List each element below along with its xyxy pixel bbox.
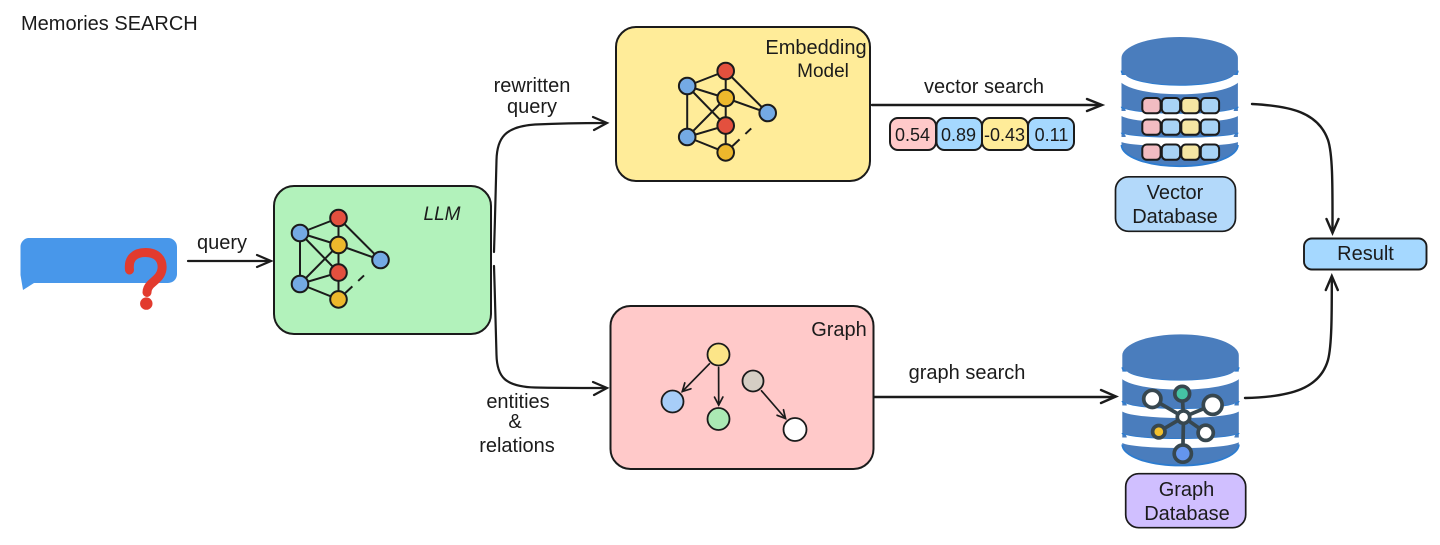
svg-text:-0.43: -0.43 bbox=[984, 125, 1025, 145]
svg-text:Database: Database bbox=[1132, 206, 1218, 228]
svg-text:graph search: graph search bbox=[909, 362, 1026, 384]
svg-text:LLM: LLM bbox=[424, 204, 461, 225]
svg-text:vector search: vector search bbox=[924, 76, 1044, 98]
svg-text:Memories SEARCH: Memories SEARCH bbox=[21, 13, 198, 35]
svg-text:query: query bbox=[197, 232, 247, 254]
svg-text:Graph: Graph bbox=[1159, 479, 1215, 501]
svg-text:0.11: 0.11 bbox=[1035, 125, 1069, 145]
svg-text:Model: Model bbox=[797, 61, 849, 82]
svg-text:Database: Database bbox=[1144, 503, 1230, 525]
svg-text:0.54: 0.54 bbox=[895, 125, 930, 145]
svg-text:Embedding: Embedding bbox=[765, 37, 866, 59]
svg-text:0.89: 0.89 bbox=[941, 125, 976, 145]
svg-text:Graph: Graph bbox=[811, 319, 867, 341]
svg-text:relations: relations bbox=[479, 435, 555, 457]
svg-text:&: & bbox=[508, 411, 522, 433]
svg-text:Vector: Vector bbox=[1147, 182, 1204, 204]
svg-text:entities: entities bbox=[486, 391, 549, 413]
svg-text:Result: Result bbox=[1337, 243, 1394, 265]
svg-text:rewritten: rewritten bbox=[494, 75, 571, 97]
svg-text:query: query bbox=[507, 96, 557, 118]
